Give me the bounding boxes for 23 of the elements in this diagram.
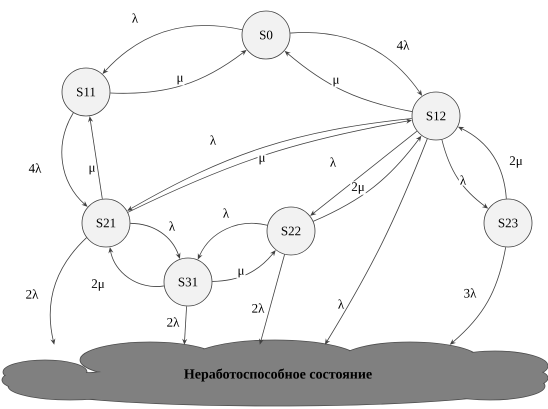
edge-label: λ [328, 156, 338, 168]
edge-label: 2λ [250, 302, 266, 314]
arrow [212, 250, 276, 282]
edge-label: λ [208, 134, 218, 146]
edge-label: μ [176, 74, 184, 86]
edge-label: 2μ [350, 181, 366, 195]
edge-label: λ [168, 220, 176, 232]
edge-label: 2μ [90, 278, 106, 292]
edge-label: μ [236, 268, 246, 278]
edge-label: λ [222, 207, 230, 219]
edge-label: 2μ [508, 155, 524, 169]
edge-label: μ [88, 164, 96, 176]
edge-label: λ [130, 12, 140, 24]
edge-label: μ [258, 154, 266, 166]
edge-label: 4λ [28, 162, 42, 174]
edge-label: λ [458, 174, 468, 186]
cloud: Неработоспособное состояние [2, 340, 548, 406]
edge-label: 4λ [396, 39, 410, 51]
edge-label: λ [336, 298, 346, 310]
edge-label: 3λ [462, 287, 478, 299]
edge-label: μ [332, 76, 340, 88]
edge-label: 2λ [166, 316, 180, 328]
edge-label: 2λ [24, 288, 40, 300]
